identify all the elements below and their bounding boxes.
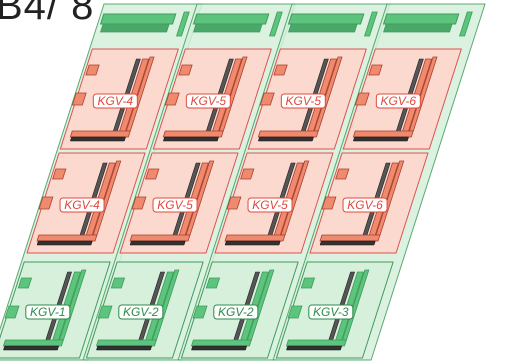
kit-label: KGV-5 — [191, 94, 227, 108]
diagram-title: B4/ 8 — [0, 0, 95, 28]
bottom-apron — [129, 234, 191, 242]
corner-piece — [85, 64, 100, 76]
corner-piece — [300, 277, 316, 289]
kit-tile-red: KGV-4 — [59, 48, 179, 150]
corner-piece — [287, 305, 303, 319]
kit-label: KGV-6 — [381, 94, 417, 108]
kit-label: KGV-3 — [313, 305, 349, 319]
bottom-apron — [285, 339, 347, 347]
bottom-apron — [257, 130, 319, 138]
kit-tile-red: KGV-5 — [119, 152, 239, 254]
kit-label: KGV-5 — [286, 94, 322, 108]
corner-piece — [110, 277, 126, 289]
corner-piece — [273, 64, 288, 76]
kit-label-box — [25, 304, 71, 320]
corner-piece — [52, 168, 67, 180]
corner-piece — [259, 92, 275, 106]
kit-label-box — [342, 197, 388, 213]
corner-piece — [240, 168, 255, 180]
kit-label: KGV-5 — [157, 198, 193, 212]
corner-piece — [145, 168, 160, 180]
kit-tile-green: KGV-3 — [275, 261, 394, 359]
corner-piece — [178, 64, 193, 76]
kit-label-box — [308, 304, 354, 320]
corner-piece — [192, 305, 208, 319]
bottom-apron — [319, 234, 381, 242]
kit-label-box — [280, 93, 326, 109]
kit-label-box — [247, 197, 293, 213]
bottom-apron — [36, 234, 98, 242]
kit-label: KGV-4 — [64, 198, 100, 212]
gutter-top-profile — [192, 11, 283, 37]
corner-piece — [97, 305, 113, 319]
kit-label: KGV-2 — [218, 305, 254, 319]
corner-piece — [226, 196, 242, 210]
kit-label: KGV-2 — [123, 305, 159, 319]
corner-piece — [71, 92, 87, 106]
gutter-top-profile — [287, 11, 378, 37]
bottom-apron — [190, 339, 252, 347]
bottom-apron — [162, 130, 224, 138]
bottom-apron — [352, 130, 414, 138]
corner-piece — [164, 92, 180, 106]
kit-label: KGV-1 — [30, 305, 66, 319]
kit-label: KGV-6 — [347, 198, 383, 212]
kit-label-box — [152, 197, 198, 213]
corner-piece — [131, 196, 147, 210]
kit-tile-green: KGV-2 — [85, 261, 204, 359]
bottom-apron — [224, 234, 286, 242]
kit-tile-green: KGV-2 — [180, 261, 299, 359]
kit-label-box — [118, 304, 164, 320]
kit-tile-red: KGV-4 — [26, 152, 146, 254]
corner-piece — [335, 168, 350, 180]
bottom-apron — [2, 339, 64, 347]
kit-tile-red: KGV-5 — [214, 152, 334, 254]
kit-label-box — [185, 93, 231, 109]
corner-piece — [38, 196, 54, 210]
kit-tile-red: KGV-5 — [152, 48, 272, 150]
kit-tile-red: KGV-6 — [309, 152, 429, 254]
kit-label: KGV-5 — [252, 198, 288, 212]
corner-piece — [321, 196, 337, 210]
bottom-apron — [95, 339, 157, 347]
bottom-apron — [69, 130, 131, 138]
kit-label-box — [375, 93, 421, 109]
kit-label-box — [213, 304, 259, 320]
kit-label-box — [92, 93, 138, 109]
corner-piece — [368, 64, 383, 76]
kit-tile-green: KGV-1 — [0, 261, 111, 359]
corner-piece — [17, 277, 33, 289]
corner-piece — [205, 277, 221, 289]
corner-piece — [4, 305, 20, 319]
gutter-top-profile — [99, 11, 190, 37]
kit-tile-red: KGV-6 — [342, 48, 462, 150]
corner-piece — [354, 92, 370, 106]
kit-tile-red: KGV-5 — [247, 48, 367, 150]
gutter-top-profile — [382, 11, 473, 37]
kit-label-box — [59, 197, 105, 213]
kit-label: KGV-4 — [98, 94, 134, 108]
